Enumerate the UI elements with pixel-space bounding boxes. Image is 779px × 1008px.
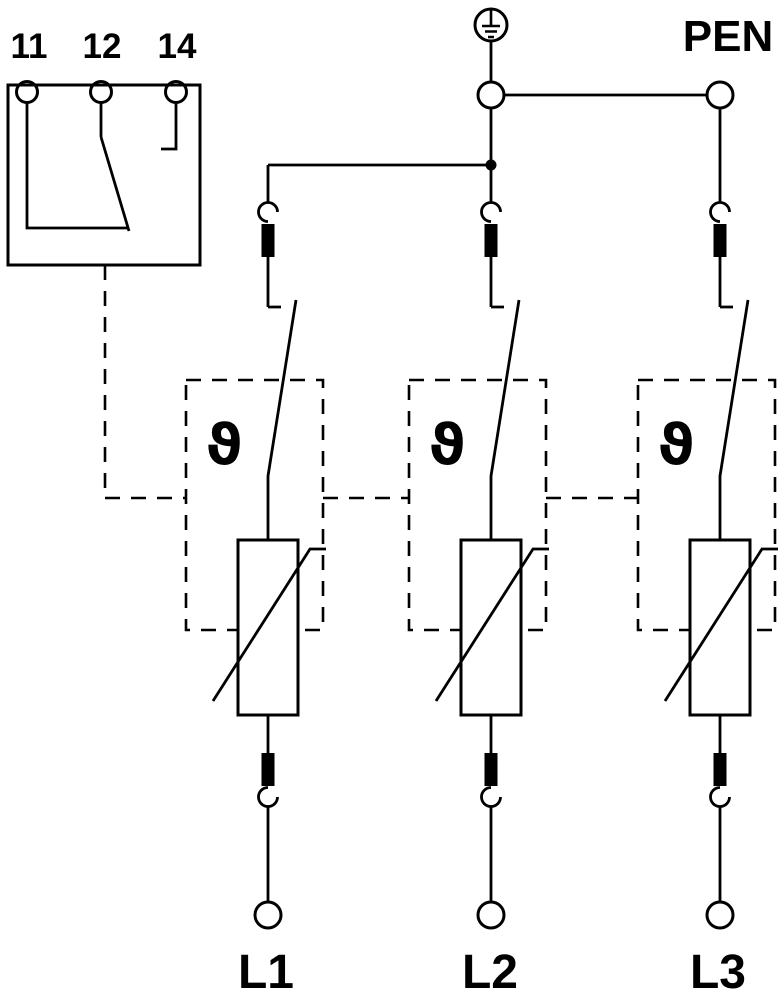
phase-label-l3: L3 [690,946,746,999]
terminal-label-14: 14 [158,27,197,66]
remote-signal-contact [6,80,202,267]
earth-icon-ring [473,7,509,43]
protection-path-l1 [184,201,328,930]
terminal-label-11: 11 [11,27,48,66]
pen-label: PEN [683,12,773,61]
pen-terminal-circle [705,80,735,110]
junction-dot [485,159,497,171]
remote-contact-wiring [25,103,178,232]
protection-path-l3 [636,201,779,930]
top-feed-wires [266,41,722,203]
thermal-symbol-l3: ϑ [658,413,695,478]
terminal-circle-11 [15,80,39,104]
protective-earth-icon [473,7,509,43]
thermal-symbol-l1: ϑ [206,413,243,478]
protection-path-l2 [407,201,551,930]
terminal-circle-14 [164,80,188,104]
phase-label-l2: L2 [462,946,518,999]
earth-terminal-circle [476,80,506,110]
signal-link-dashed [103,265,638,500]
remote-contact-box [6,83,202,267]
earth-icon-bars [482,10,500,39]
thermal-symbol-l2: ϑ [429,413,466,478]
terminal-circle-12 [89,80,113,104]
phase-label-l1: L1 [238,946,294,999]
terminal-label-12: 12 [83,27,122,66]
